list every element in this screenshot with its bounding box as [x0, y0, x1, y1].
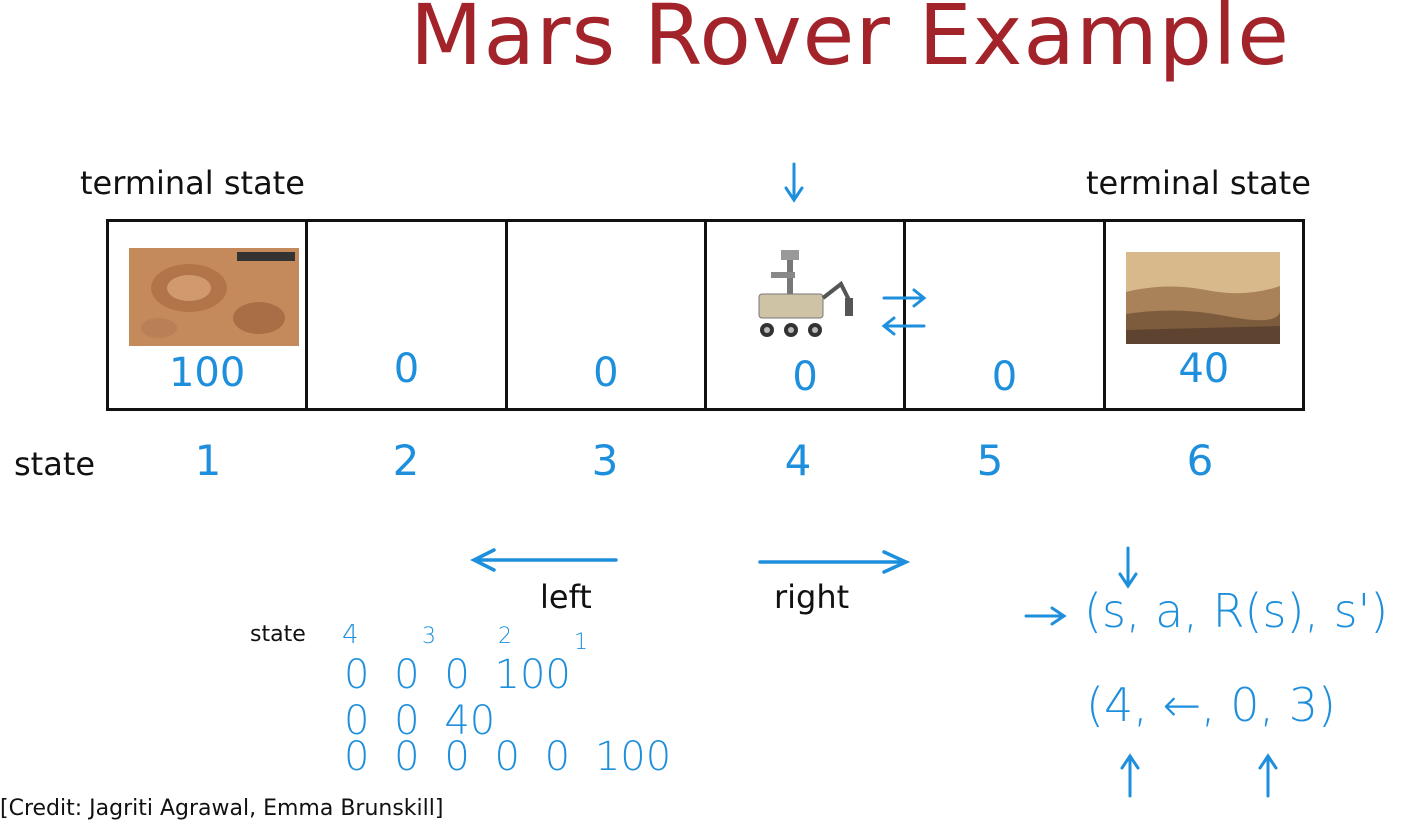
trajectory-header-state: 3 — [422, 624, 436, 649]
trajectory-row: 0 0 40 — [344, 698, 496, 744]
page-title: Mars Rover Example — [410, 0, 1290, 84]
trajectory-row: 0 0 0 100 — [344, 652, 571, 698]
trajectory-header-state: 4 — [342, 620, 359, 650]
state-cell-2: 0 — [305, 219, 508, 411]
state-cell-5: 0 — [903, 219, 1106, 411]
left-arrow-icon — [470, 548, 618, 572]
cell-reward: 0 — [991, 354, 1018, 400]
state-number: 3 — [591, 436, 619, 485]
example-tuple: (4, ←, 0, 3) — [1086, 678, 1336, 732]
state-number: 5 — [976, 436, 1004, 485]
state-number: 4 — [784, 436, 812, 485]
trajectory-header-state: 1 — [574, 630, 588, 655]
state-row-label: state — [14, 445, 96, 483]
trajectory-state-label: state — [250, 622, 306, 647]
tuple-state-down-arrow-icon — [1118, 546, 1138, 589]
state-cell-6: 40 — [1102, 219, 1305, 411]
current-state-arrow-icon — [784, 162, 804, 203]
left-action-label: left — [540, 578, 592, 616]
cell-reward: 0 — [593, 350, 619, 396]
mars-landscape-image — [1125, 252, 1280, 344]
state-number: 6 — [1186, 436, 1214, 485]
right-action-label: right — [774, 578, 850, 616]
tuple-up-arrow-icon — [1258, 753, 1278, 798]
trajectory-row: 0 0 0 0 0 100 — [344, 734, 672, 780]
rover-icon — [758, 250, 853, 337]
terminal-state-left-label: terminal state — [80, 164, 305, 202]
terminal-state-right-label: terminal state — [1086, 164, 1311, 202]
tuple-up-arrow-icon — [1120, 753, 1140, 798]
state-cell-1: 100 — [106, 219, 309, 411]
transition-arrows-icon — [881, 288, 927, 336]
state-cell-3: 0 — [504, 219, 707, 411]
state-number: 2 — [392, 436, 420, 485]
tuple-pointer-arrow-icon — [1024, 606, 1067, 626]
state-number: 1 — [194, 436, 222, 485]
credit-text: [Credit: Jagriti Agrawal, Emma Brunskill… — [0, 796, 444, 821]
cell-reward: 0 — [792, 354, 818, 400]
state-cell-4: 0 — [703, 219, 907, 411]
right-arrow-icon — [758, 550, 911, 574]
state-strip: 100 0 0 0 0 40 — [106, 219, 1305, 411]
cell-reward: 100 — [168, 350, 246, 396]
cell-reward: 0 — [393, 346, 420, 392]
trajectory-header-state: 2 — [498, 624, 512, 649]
cell-reward: 40 — [1178, 346, 1230, 392]
sars-tuple: (s, a, R(s), s') — [1084, 584, 1389, 638]
mars-crater-image — [129, 248, 299, 346]
